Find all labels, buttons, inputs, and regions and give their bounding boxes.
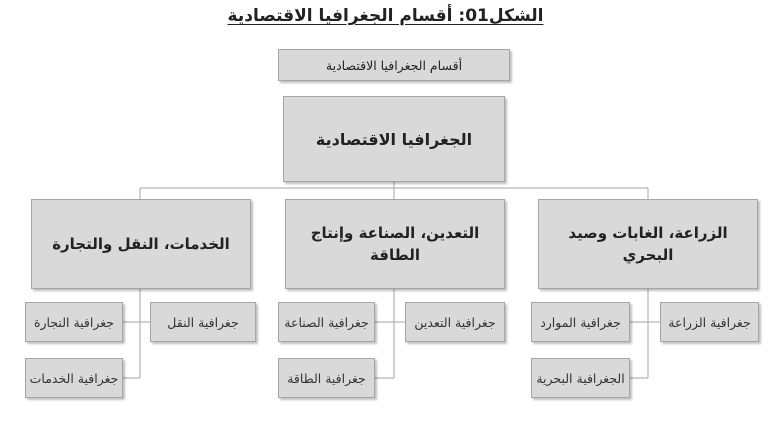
leaf-resources-geography: جغرافية الموارد bbox=[531, 302, 630, 342]
leaf-resources-geography-text: جغرافية الموارد bbox=[540, 314, 621, 330]
leaf-industry-geography-text: جغرافية الصناعة bbox=[284, 314, 369, 330]
category-mining-industry-energy: التعدين، الصناعة وإنتاج الطاقة bbox=[285, 199, 505, 289]
figure-title: الشكل01: أقسام الجغرافيا الاقتصادية bbox=[0, 4, 771, 30]
leaf-mining-geography: جغرافية التعدين bbox=[405, 302, 505, 342]
root-node: الجغرافيا الاقتصادية bbox=[283, 96, 505, 182]
leaf-transport-geography: جغرافية النقل bbox=[150, 302, 256, 342]
leaf-trade-geography: جغرافية التجارة bbox=[25, 302, 123, 342]
category-mining-label: التعدين، الصناعة وإنتاج الطاقة bbox=[310, 224, 480, 264]
figure-title-text: الشكل01: أقسام الجغرافيا الاقتصادية bbox=[227, 6, 544, 26]
category-services-transport-trade: الخدمات، النقل والتجارة bbox=[31, 199, 251, 289]
category-agriculture-label: الزراعة، الغابات وصيد البحري bbox=[568, 224, 728, 264]
category-services-label: الخدمات، النقل والتجارة bbox=[52, 235, 230, 253]
diagram-header-label-text: أقسام الجغرافيا الاقتصادية bbox=[325, 57, 463, 73]
leaf-energy-geography-text: جغرافية الطاقة bbox=[287, 370, 366, 386]
leaf-agriculture-geography-text: جغرافية الزراعة bbox=[668, 314, 751, 330]
leaf-trade-geography-text: جغرافية التجارة bbox=[33, 314, 115, 330]
leaf-industry-geography: جغرافية الصناعة bbox=[278, 302, 375, 342]
leaf-transport-geography-text: جغرافية النقل bbox=[167, 314, 239, 330]
leaf-energy-geography: جغرافية الطاقة bbox=[278, 358, 375, 398]
leaf-services-geography-text: جغرافية الخدمات bbox=[29, 370, 119, 386]
category-agriculture: الزراعة، الغابات وصيد البحري bbox=[538, 199, 758, 289]
leaf-services-geography: جغرافية الخدمات bbox=[25, 358, 123, 398]
leaf-mining-geography-text: جغرافية التعدين bbox=[414, 314, 496, 330]
leaf-marine-geography-text: الجغرافية البحرية bbox=[536, 370, 625, 386]
leaf-marine-geography: الجغرافية البحرية bbox=[531, 358, 630, 398]
root-node-text: الجغرافيا الاقتصادية bbox=[315, 129, 473, 149]
diagram-header-label: أقسام الجغرافيا الاقتصادية bbox=[278, 49, 510, 81]
leaf-agriculture-geography: جغرافية الزراعة bbox=[660, 302, 759, 342]
